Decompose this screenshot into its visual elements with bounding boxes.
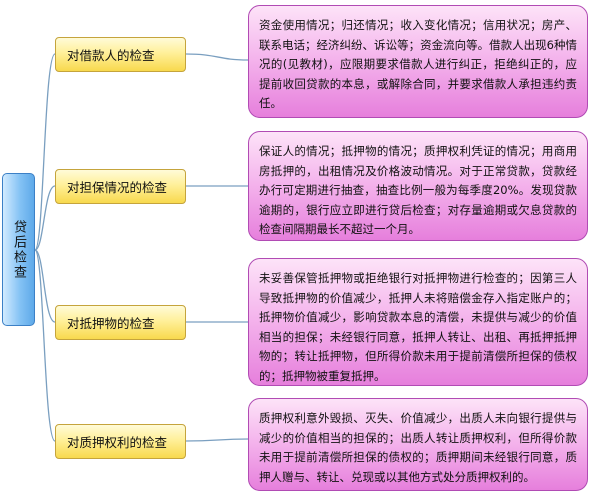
root-node: 贷后检查	[2, 173, 35, 326]
detail-box-borrower: 资金使用情况；归还情况；收入变化情况；信用状况；房产、联系电话；经济纠纷、诉讼等…	[248, 5, 588, 118]
detail-box-guarantee: 保证人的情况；抵押物的情况；质押权利凭证的情况；用商用房抵押的，出租情况及价格波…	[248, 131, 588, 241]
detail-text: 质押权利意外毁损、灭失、价值减少，出质人未向银行提供与减少的价值相当的担保的；出…	[259, 411, 577, 484]
topic-guarantee-check: 对担保情况的检查	[55, 169, 186, 204]
connector-branch-detail-1	[185, 53, 249, 61]
topic-borrower-check: 对借款人的检查	[55, 37, 186, 72]
detail-box-pledge: 质押权利意外毁损、灭失、价值减少，出质人未向银行提供与减少的价值相当的担保的；出…	[248, 398, 588, 491]
detail-box-collateral: 未妥善保管抵押物或拒绝银行对抵押物进行检查的；因第三人导致抵押物的价值减少，抵押…	[248, 258, 588, 386]
connector-root-branch-4	[34, 249, 56, 442]
connector-root-branch-3	[34, 249, 56, 323]
connector-root-branch-2	[34, 185, 56, 251]
topic-collateral-check: 对抵押物的检查	[55, 305, 186, 340]
topic-pledge-rights-check: 对质押权利的检查	[55, 424, 186, 459]
topic-label: 对抵押物的检查	[67, 316, 155, 331]
topic-label: 对质押权利的检查	[67, 435, 168, 450]
detail-text: 资金使用情况；归还情况；收入变化情况；信用状况；房产、联系电话；经济纠纷、诉讼等…	[259, 18, 577, 110]
root-label: 贷后检查	[11, 219, 26, 280]
topic-label: 对担保情况的检查	[67, 180, 168, 195]
connector-root-branch-1	[34, 53, 56, 251]
connector-branch-detail-4	[185, 438, 249, 442]
detail-text: 保证人的情况；抵押物的情况；质押权利凭证的情况；用商用房抵押的，出租情况及价格波…	[259, 144, 577, 236]
topic-label: 对借款人的检查	[67, 48, 155, 63]
detail-text: 未妥善保管抵押物或拒绝银行对抵押物进行检查的；因第三人导致抵押物的价值减少，抵押…	[259, 271, 577, 383]
